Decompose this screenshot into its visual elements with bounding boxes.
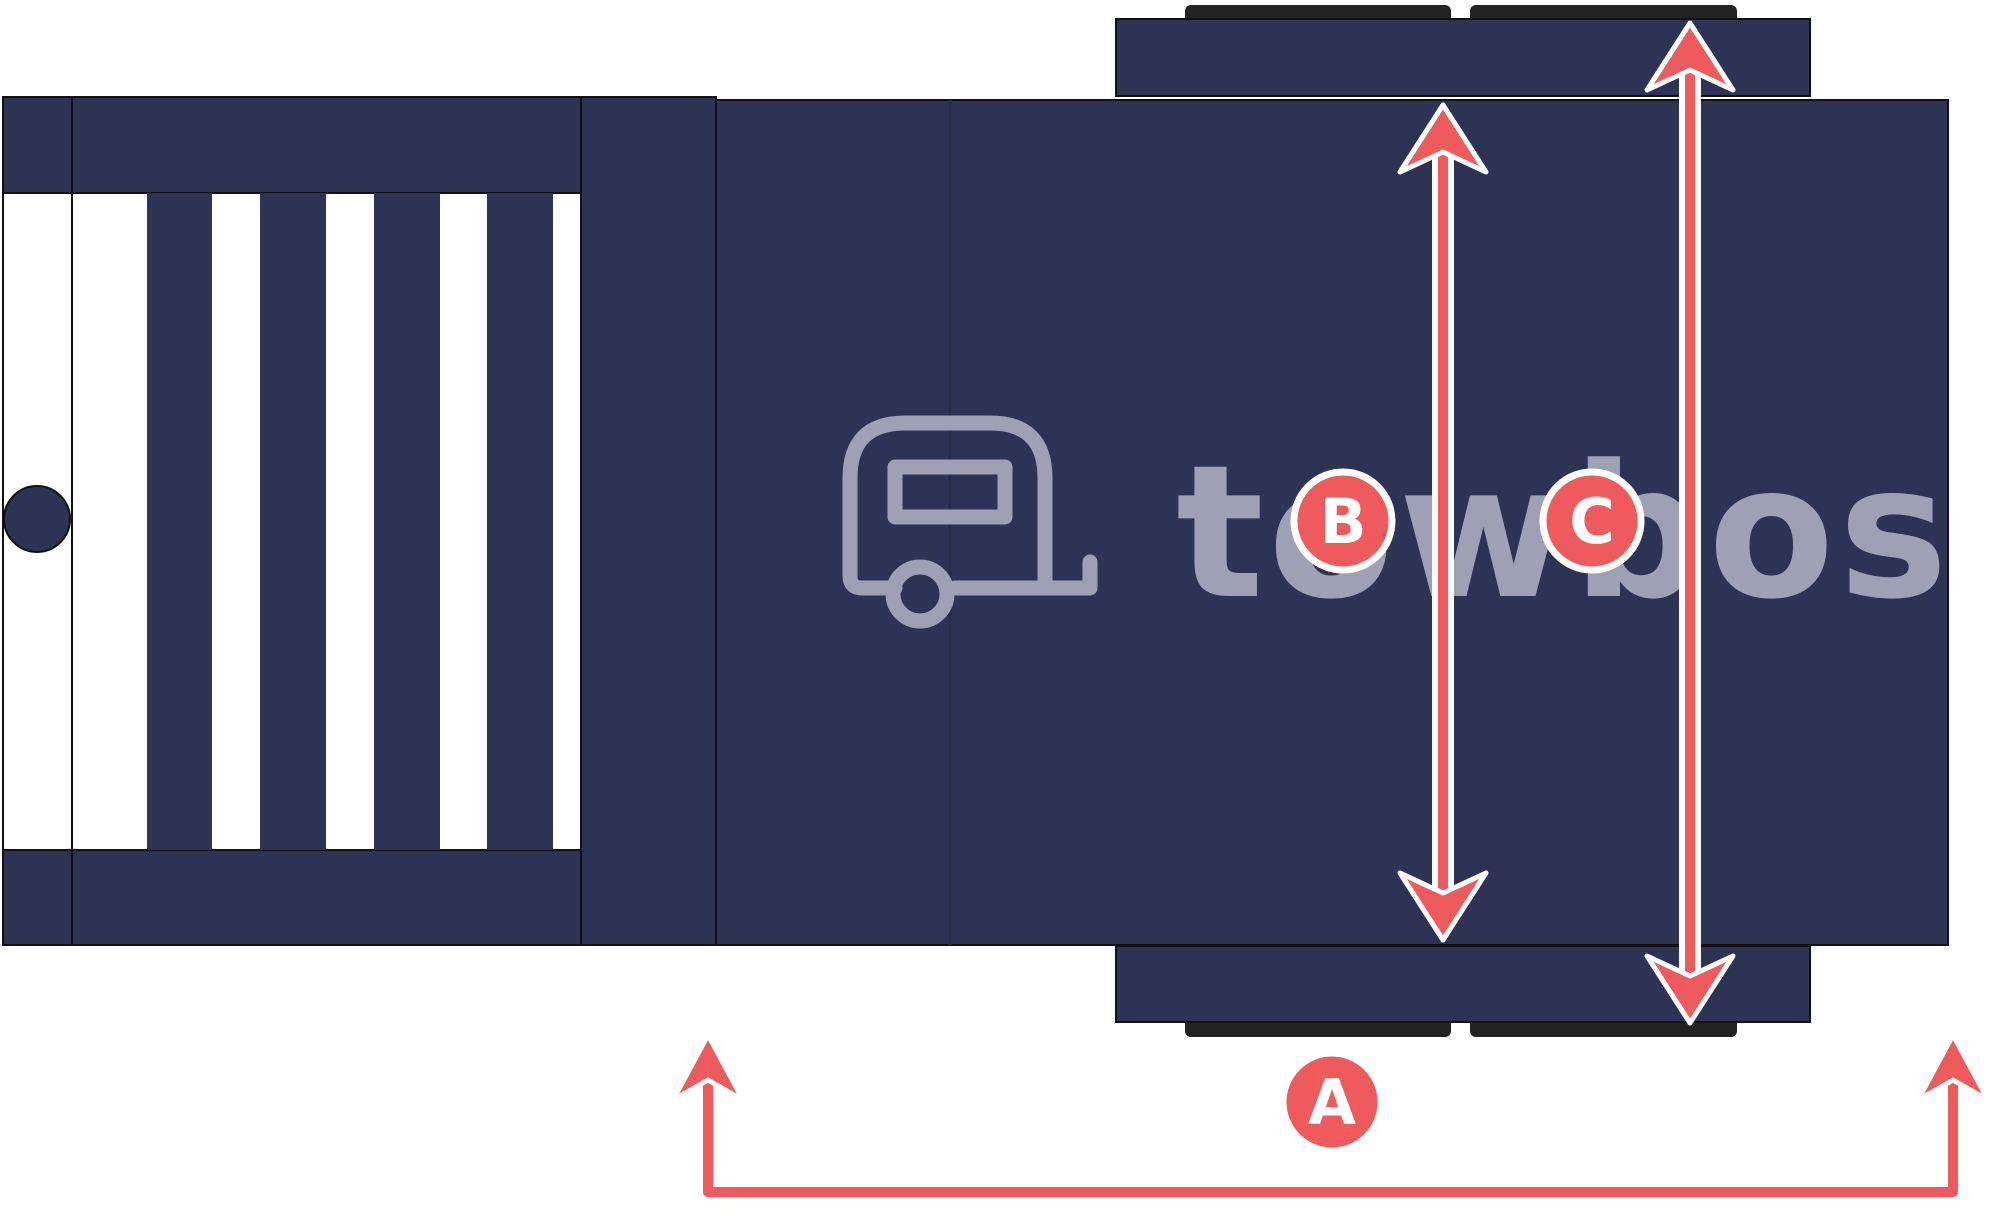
front-panel <box>580 96 717 946</box>
callout-a: A <box>1279 1049 1385 1155</box>
drawbar-slat <box>374 193 440 850</box>
drawbar <box>2 96 582 946</box>
dimension-c-arrow <box>1644 20 1736 1026</box>
dimension-b-arrow <box>1397 102 1489 943</box>
hitch-ball <box>3 485 71 553</box>
callout-c: C <box>1539 468 1645 574</box>
drawbar-bottom-rail <box>2 849 582 946</box>
drawbar-slat <box>147 193 212 850</box>
dimension-arrows <box>670 20 1991 1203</box>
drawbar-slat <box>487 193 553 850</box>
dimension-a-arrow <box>670 1032 1991 1203</box>
callout-b-label: B <box>1319 485 1366 558</box>
callout-a-label: A <box>1308 1066 1356 1139</box>
wheels <box>1115 5 1811 1037</box>
caravan-icon <box>842 415 1098 629</box>
drawbar-top-rail <box>2 96 582 194</box>
callout-b: B <box>1290 468 1396 574</box>
drawbar-slat <box>260 193 326 850</box>
callout-c-label: C <box>1569 485 1615 558</box>
